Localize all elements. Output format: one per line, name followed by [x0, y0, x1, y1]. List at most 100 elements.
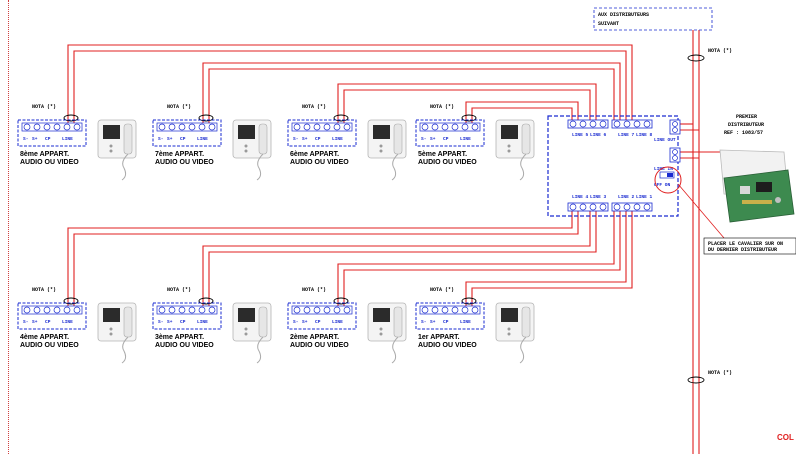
dist-label-line7: LINE 7: [618, 132, 635, 138]
terminal-label: S+: [167, 136, 173, 142]
terminal-label: CP: [443, 136, 449, 142]
distributor-top-terminals: [567, 119, 653, 129]
apartment-type: AUDIO OU VIDEO: [155, 159, 214, 166]
apartment-name: 7ème APPART.: [155, 151, 204, 158]
apartment-name: 2ème APPART.: [290, 334, 339, 341]
terminal-label: S+: [302, 319, 308, 325]
terminal-label: S+: [430, 136, 436, 142]
terminal-label: S+: [167, 319, 173, 325]
apartment-note: NOTA (*): [430, 104, 454, 110]
terminal-strip: [419, 305, 481, 315]
terminal-strip: [419, 122, 481, 132]
terminal-label: S+: [302, 136, 308, 142]
terminal-strip: [156, 305, 218, 315]
premier-line1: PREMIER: [736, 114, 757, 120]
terminal-screw: [33, 123, 41, 131]
terminal-label: S-: [293, 136, 298, 142]
terminal-block: [152, 302, 222, 330]
dist-label-line1: LINE 1: [636, 194, 653, 200]
apartment-type: AUDIO OU VIDEO: [418, 342, 477, 349]
dist-label-line8: LINE 8: [636, 132, 653, 138]
apartment-note: NOTA (*): [302, 287, 326, 293]
terminal-block: [287, 119, 357, 147]
apartment-note: NOTA (*): [167, 287, 191, 293]
terminal-screw: [178, 306, 186, 314]
next-distributors-line2: SUIVANT: [598, 21, 619, 27]
terminal-label: LINE: [62, 136, 73, 142]
terminal-strip: [291, 122, 353, 132]
apartment-name: 6ème APPART.: [290, 151, 339, 158]
terminal-block: [415, 302, 485, 330]
terminal-screw: [431, 123, 439, 131]
terminal-screw: [198, 123, 206, 131]
apartment-note: NOTA (*): [430, 287, 454, 293]
terminal-label: S-: [158, 136, 163, 142]
terminal-screw: [293, 123, 301, 131]
apartment-type: AUDIO OU VIDEO: [418, 159, 477, 166]
terminal-block: [17, 119, 87, 147]
terminal-screw: [303, 306, 311, 314]
jumper-note-line1: PLACER LE CAVALIER SUR ON: [708, 241, 783, 247]
terminal-screw: [63, 123, 71, 131]
terminal-label: LINE: [197, 136, 208, 142]
terminal-label: S+: [32, 319, 38, 325]
terminal-screw: [461, 123, 469, 131]
terminal-screw: [441, 123, 449, 131]
terminal-label: LINE: [460, 319, 471, 325]
corner-text: COL: [777, 433, 794, 442]
terminal-strip: [21, 305, 83, 315]
dist-label-line3: LINE 3: [590, 194, 607, 200]
terminal-label: CP: [315, 319, 321, 325]
terminal-screw: [73, 123, 81, 131]
dist-label-line6: LINE 6: [590, 132, 607, 138]
terminal-screw: [168, 306, 176, 314]
terminal-label: LINE: [332, 319, 343, 325]
terminal-label: S+: [32, 136, 38, 142]
apartment-name: 5ème APPART.: [418, 151, 467, 158]
distributor-box: LINE 5 LINE 6 LINE 7 LINE 8 LINE 4 LINE …: [547, 115, 682, 217]
terminal-label: CP: [443, 319, 449, 325]
jumper-note: PLACER LE CAVALIER SUR ON DU DERNIER DIS…: [677, 183, 796, 255]
dist-switch-label: OFF ON: [654, 182, 671, 188]
video-handset-icon: [232, 119, 272, 181]
terminal-block: [152, 119, 222, 147]
jumper-note-line2: DU DERNIER DISTRIBUTEUR: [708, 247, 777, 253]
apartment-type: AUDIO OU VIDEO: [20, 342, 79, 349]
terminal-label: CP: [180, 136, 186, 142]
apartment-name: 3ème APPART.: [155, 334, 204, 341]
terminal-screw: [53, 123, 61, 131]
bus-wires: [67, 30, 720, 454]
terminal-block: [415, 119, 485, 147]
power-supply-image: [719, 149, 795, 223]
terminal-screw: [471, 123, 479, 131]
terminal-label: S-: [158, 319, 163, 325]
apartment-name: 4ème APPART.: [20, 334, 69, 341]
terminal-screw: [441, 306, 449, 314]
premier-line2: DISTRIBUTEUR: [728, 122, 764, 128]
switch-highlight: [654, 166, 682, 194]
terminal-label: S-: [293, 319, 298, 325]
apartment-note: NOTA (*): [302, 104, 326, 110]
terminal-screw: [431, 306, 439, 314]
terminal-label: S+: [430, 319, 436, 325]
terminal-strip: [21, 122, 83, 132]
terminal-screw: [343, 123, 351, 131]
terminal-screw: [471, 306, 479, 314]
terminal-label: S-: [23, 136, 28, 142]
video-handset-icon: [367, 302, 407, 364]
terminal-screw: [313, 123, 321, 131]
terminal-screw: [188, 306, 196, 314]
terminal-screw: [63, 306, 71, 314]
terminal-screw: [43, 306, 51, 314]
apartment-type: AUDIO OU VIDEO: [20, 159, 79, 166]
next-distributors-line1: AUX DISTRIBUTEURS: [598, 12, 649, 18]
distributor-bottom-terminals: [567, 202, 653, 212]
premier-distributeur: PREMIER DISTRIBUTEUR REF : 1083/57: [719, 114, 795, 223]
video-handset-icon: [367, 119, 407, 181]
video-handset-icon: [495, 302, 535, 364]
